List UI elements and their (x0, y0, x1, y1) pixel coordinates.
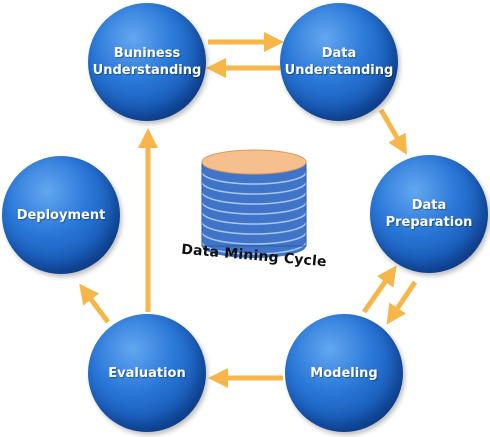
node-business-line2: Understanding (92, 63, 202, 78)
arrow-modeling-to-preparation (361, 265, 397, 314)
node-data-understanding: Data Understanding (280, 3, 398, 121)
node-data-understanding-line2: Understanding (284, 63, 394, 78)
arrow-data-understanding-to-preparation (378, 108, 408, 155)
node-modeling: Modeling (285, 314, 403, 432)
node-business-line1: Buniness (113, 46, 181, 61)
arrow-preparation-to-modeling (386, 280, 418, 325)
node-evaluation: Evaluation (88, 314, 206, 432)
database-cylinder-icon (201, 149, 307, 258)
node-data-understanding-line1: Data (321, 46, 357, 61)
node-modeling-label: Modeling (310, 365, 378, 381)
node-evaluation-label: Evaluation (108, 365, 186, 381)
node-deployment-label: Deployment (16, 207, 106, 223)
arrow-evaluation-to-deployment (79, 283, 110, 324)
node-business-understanding: Buniness Understanding (88, 3, 206, 121)
node-data-preparation-line2: Preparation (385, 215, 473, 230)
node-deployment: Deployment (2, 156, 120, 274)
node-data-preparation-line1: Data (411, 198, 447, 213)
node-data-preparation: Data Preparation (370, 155, 488, 273)
